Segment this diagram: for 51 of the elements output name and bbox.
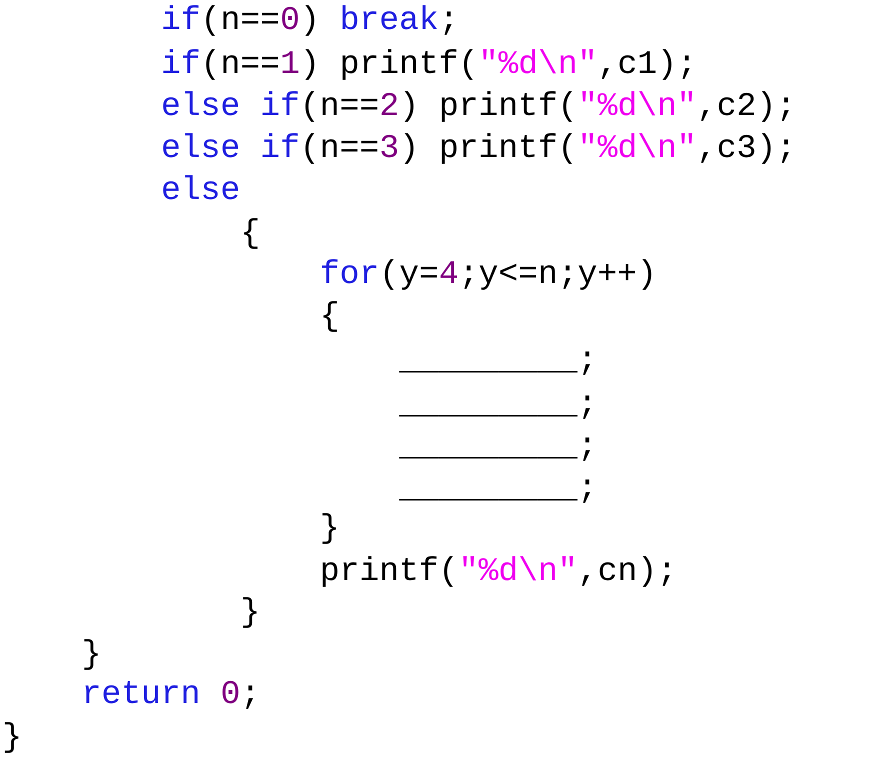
code-text: ;y<=n;y++) <box>464 259 652 290</box>
code-text: ( <box>384 259 394 290</box>
code-string: "%d\n" <box>483 49 593 74</box>
code-text: printf( <box>442 91 572 122</box>
blank-line: _________; <box>399 352 590 375</box>
code-text: ) <box>404 91 414 122</box>
code-text: printf( <box>342 49 473 80</box>
code-number: 3 <box>381 134 398 158</box>
code-text: } <box>4 722 18 753</box>
code-keyword: else <box>163 175 238 200</box>
code-text: (n== <box>206 5 278 36</box>
code-text: (n== <box>305 133 378 164</box>
code-text: { <box>244 218 258 249</box>
code-number: 0 <box>222 680 238 704</box>
blank-line: _________; <box>399 396 590 419</box>
code-text: (n== <box>305 91 378 122</box>
code-number: 0 <box>282 6 298 30</box>
code-text: ) <box>305 5 314 36</box>
code-text: { <box>323 301 337 332</box>
code-string: "%d\n" <box>463 556 574 580</box>
code-keyword: break <box>342 5 437 30</box>
code-text: ) <box>404 133 414 164</box>
code-text: y= <box>400 266 437 290</box>
blank-line: _________; <box>399 480 590 503</box>
code-keyword: else <box>163 91 238 116</box>
code-text: (n== <box>206 49 278 80</box>
code-text: ; <box>444 12 452 35</box>
code-text: } <box>322 513 336 544</box>
code-number: 4 <box>440 261 458 283</box>
code-text: } <box>243 597 257 628</box>
code-text: ,c1); <box>602 49 690 80</box>
code-text: ,c2); <box>701 91 789 122</box>
code-string: "%d\n" <box>582 91 692 116</box>
code-number: 2 <box>382 92 397 115</box>
code-text: ,c3); <box>701 133 789 164</box>
code-text: printf( <box>442 133 572 164</box>
code-keyword: if <box>163 5 198 29</box>
code-number: 1 <box>282 51 298 73</box>
code-string: "%d\n" <box>582 133 692 158</box>
code-keyword: else <box>163 133 238 158</box>
code-keyword: return <box>86 681 198 704</box>
code-keyword: if <box>262 133 298 157</box>
code-keyword: if <box>163 49 198 73</box>
code-text: ) <box>305 49 314 80</box>
blank-line: _________; <box>399 438 590 461</box>
code-keyword: for <box>322 259 376 284</box>
code-text: printf( <box>322 556 453 587</box>
code-text: ; <box>246 686 254 709</box>
code-keyword: if <box>262 91 298 115</box>
code-text: } <box>84 639 98 670</box>
code-text: ,cn); <box>582 556 670 587</box>
